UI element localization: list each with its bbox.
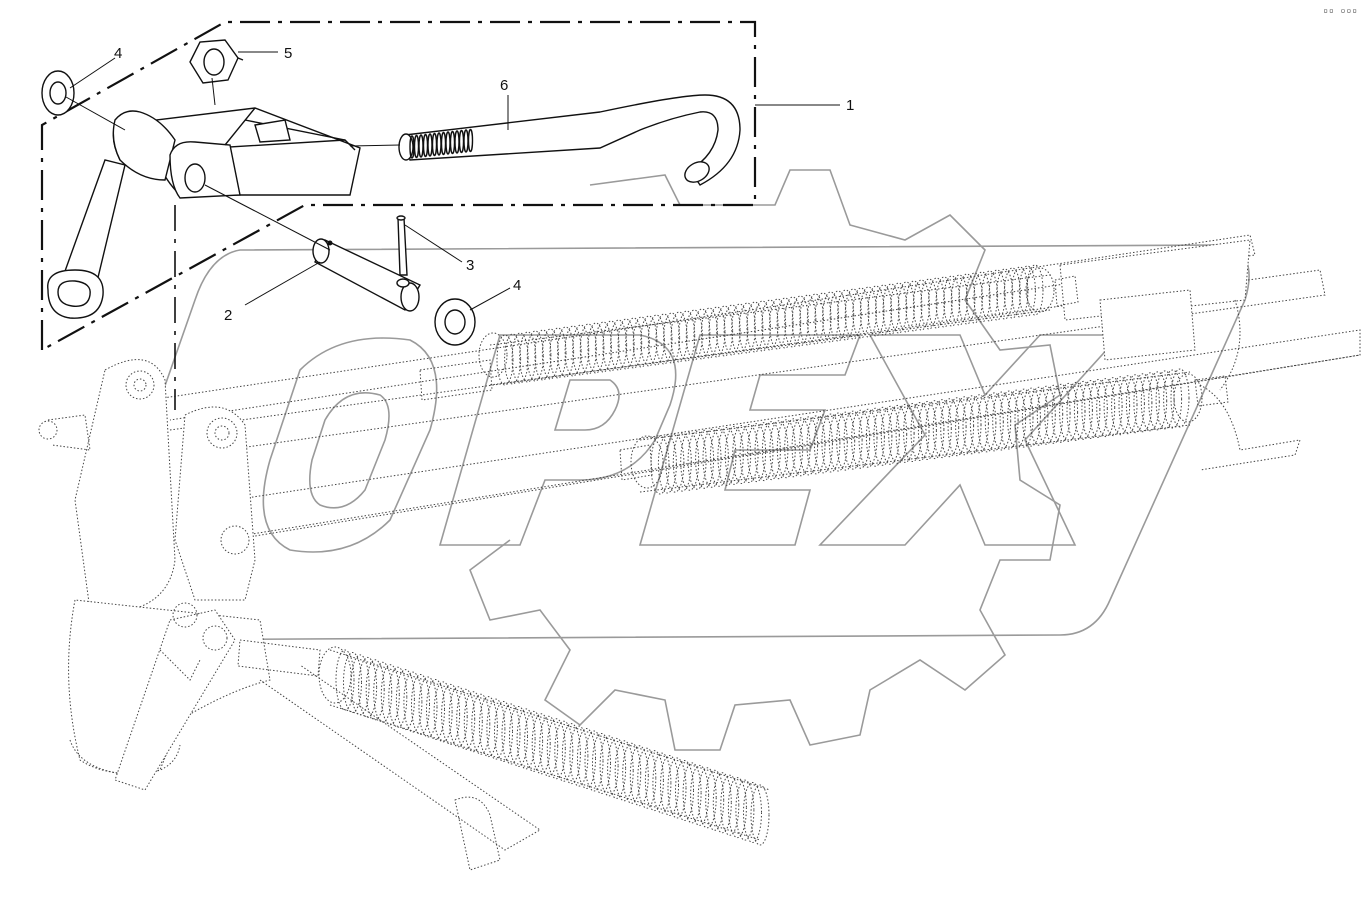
svg-text:4: 4 (114, 45, 122, 62)
callouts: 1 2 3 4 4 5 6 (69, 45, 854, 324)
callout-5: 5 (238, 45, 292, 62)
part-pin (312, 238, 421, 312)
callout-4-bottom: 4 (469, 277, 521, 311)
springs-ghost (329, 264, 1191, 846)
explode-lines (65, 77, 401, 251)
part-washer-top (41, 70, 75, 116)
frame-ghost (38, 234, 1361, 871)
svg-text:6: 6 (500, 77, 508, 94)
callout-3: 3 (404, 224, 474, 274)
watermark-gear (469, 169, 1061, 751)
svg-text:2: 2 (224, 307, 232, 324)
watermark-text (86, 244, 1250, 641)
part-washer-bottom (434, 298, 476, 346)
svg-text:4: 4 (513, 277, 521, 294)
hook-rod-thread (409, 128, 474, 159)
corner-mark: ▫▫ ▫▫▫ (1323, 6, 1358, 15)
part-nut (189, 39, 244, 84)
part-lever-bracket (47, 107, 361, 319)
callout-1: 1 (755, 97, 854, 114)
part-hook-rod (398, 94, 741, 186)
svg-text:3: 3 (466, 257, 474, 274)
assembly-boundary (40, 20, 757, 410)
svg-text:5: 5 (284, 45, 292, 62)
svg-text:1: 1 (846, 97, 854, 114)
callout-6: 6 (500, 77, 509, 130)
callout-2: 2 (224, 261, 321, 324)
callout-4-top: 4 (69, 45, 122, 89)
part-split-pin (396, 215, 410, 288)
